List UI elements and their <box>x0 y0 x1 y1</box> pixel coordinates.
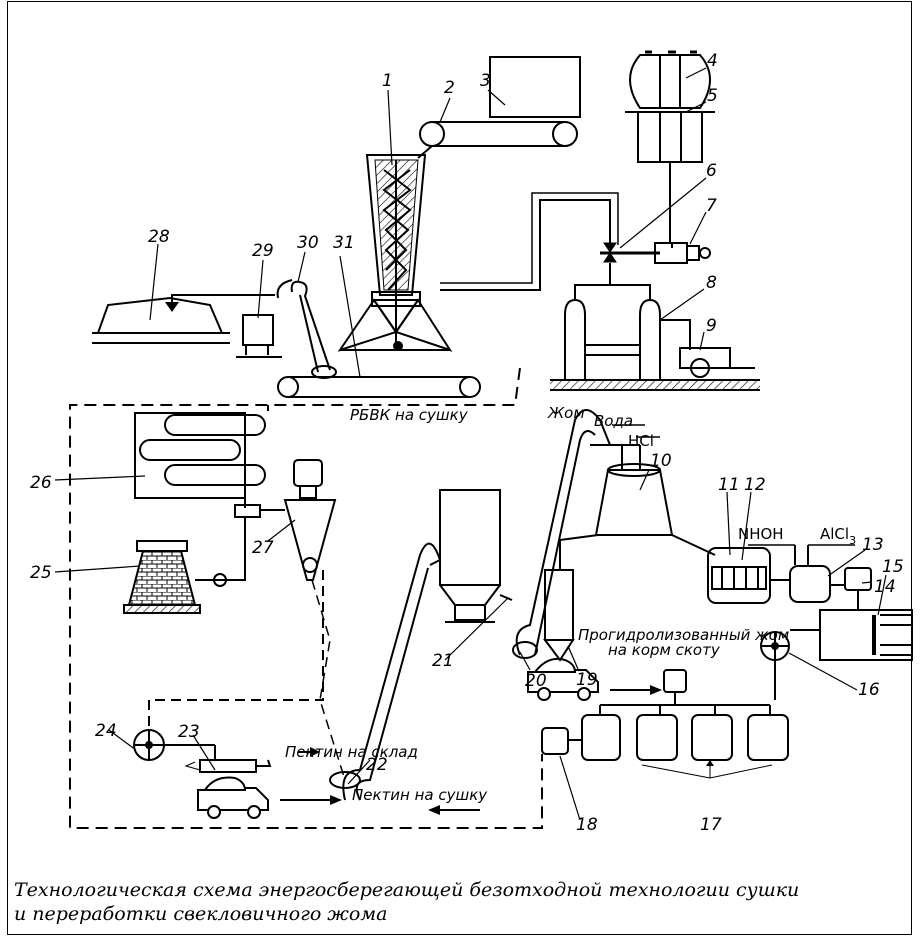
num-31: 31 <box>333 233 355 253</box>
num-1: 1 <box>382 71 393 91</box>
num-3: 3 <box>480 71 491 91</box>
cyclone <box>260 460 335 580</box>
belt-dryer <box>135 413 265 508</box>
num-24: 24 <box>95 721 117 741</box>
num-12: 12 <box>744 475 766 495</box>
num-26: 26 <box>30 473 52 493</box>
num-29: 29 <box>252 241 274 261</box>
num-21: 21 <box>432 651 454 671</box>
label-pektin-sklad: Пектин на склад <box>285 743 418 761</box>
num-7: 7 <box>706 196 717 216</box>
num-5: 5 <box>707 86 718 106</box>
num-6: 6 <box>706 161 717 181</box>
num-18: 18 <box>576 815 598 835</box>
num-16: 16 <box>858 680 880 700</box>
label-rbvk: РБВК на сушку <box>350 406 469 424</box>
label-pektin-sushku: Пектин на сушку <box>352 786 488 804</box>
num-2: 2 <box>444 78 455 98</box>
chimney-furnace <box>124 517 245 613</box>
raw-pulp-hopper <box>490 57 580 117</box>
num-23: 23 <box>178 722 200 742</box>
truck-pectin <box>198 778 268 819</box>
num-11: 11 <box>718 475 740 495</box>
label-hcl: HCl <box>628 432 654 450</box>
num-10: 10 <box>650 451 672 471</box>
top-conveyor <box>418 122 577 158</box>
num-30: 30 <box>297 233 319 253</box>
num-4: 4 <box>707 51 718 71</box>
flow-labels: РБВК на сушку Жом Вода HCl NHOH AlCl3 Пр… <box>285 404 856 804</box>
num-13: 13 <box>862 535 884 555</box>
num-15: 15 <box>882 557 904 577</box>
drying-tower <box>340 155 450 350</box>
num-27: 27 <box>252 538 274 558</box>
storage-line <box>92 280 480 397</box>
num-19: 19 <box>576 670 598 690</box>
num-25: 25 <box>30 563 52 583</box>
press-24 <box>134 730 270 772</box>
num-9: 9 <box>706 316 717 336</box>
num-8: 8 <box>706 273 717 293</box>
label-alcl: AlCl3 <box>820 525 856 547</box>
label-nhoh: NHOH <box>738 525 784 543</box>
num-20: 20 <box>525 671 547 691</box>
label-progidr-2: на корм скоту <box>608 641 721 659</box>
caption-line-2: и переработки свекловичного жома <box>14 902 894 926</box>
num-17: 17 <box>700 815 722 835</box>
component-numbers: 1 2 3 4 5 6 7 8 9 10 11 12 13 14 15 16 1… <box>30 51 904 835</box>
num-14: 14 <box>874 577 896 597</box>
silo <box>440 490 512 622</box>
stirrer <box>708 548 790 603</box>
num-28: 28 <box>148 227 170 247</box>
label-zhom: Жом <box>547 404 585 422</box>
heaters <box>550 263 760 390</box>
caption-line-1: Технологическая схема энергосберегающей … <box>14 878 894 902</box>
figure-caption: Технологическая схема энергосберегающей … <box>14 878 894 926</box>
reagent-tanks <box>625 52 715 243</box>
label-voda: Вода <box>594 412 633 430</box>
